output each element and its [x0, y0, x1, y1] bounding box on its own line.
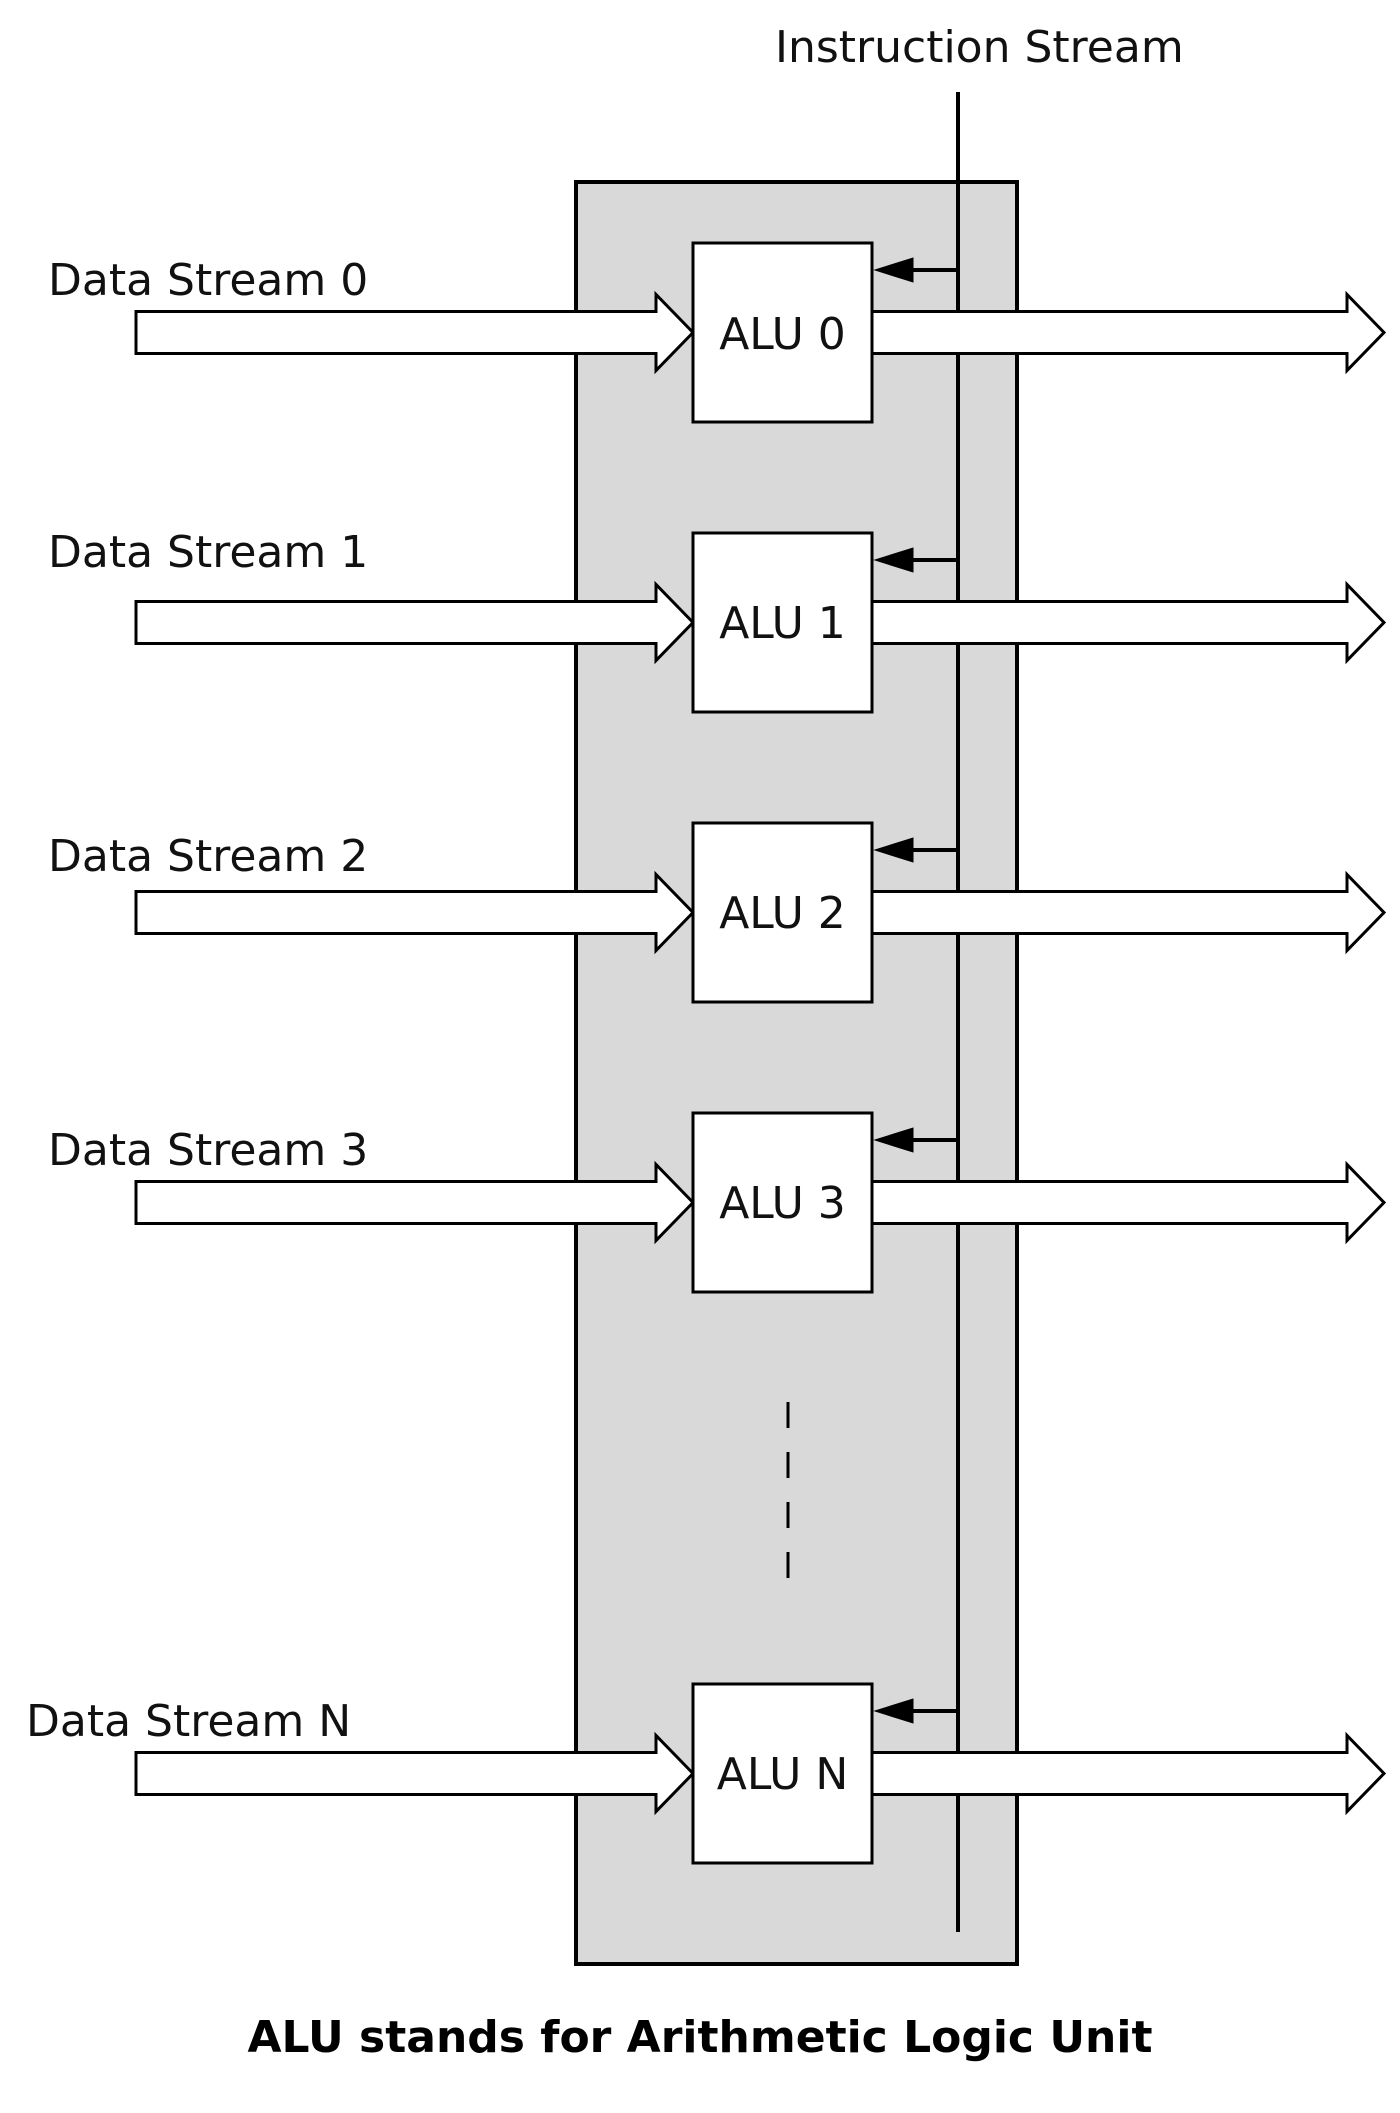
alu-box-0: [691, 241, 874, 424]
processor-array-box: [574, 180, 1019, 1966]
alu-label-2: ALU 2: [719, 888, 846, 939]
data-stream-in-arrow-1: [134, 580, 696, 665]
data-stream-label-2: Data Stream 2: [48, 831, 369, 882]
data-stream-label-3: Data Stream 3: [48, 1125, 369, 1176]
data-stream-in-arrow-2: [134, 870, 696, 955]
instruction-arrowhead-0: [873, 257, 914, 283]
data-stream-in-arrow-0: [134, 290, 696, 375]
instruction-stream-label: Instruction Stream: [775, 22, 1184, 73]
data-stream-out-arrow-1: [870, 580, 1387, 665]
data-stream-in-arrow-n: [134, 1731, 696, 1816]
data-stream-label-0: Data Stream 0: [48, 255, 369, 306]
data-stream-label-1: Data Stream 1: [48, 527, 369, 578]
alu-box-3: [691, 1111, 874, 1294]
alu-box-n: [691, 1682, 874, 1865]
instruction-arrowhead-n: [873, 1698, 914, 1724]
alu-label-3: ALU 3: [719, 1178, 846, 1229]
alu-label-1: ALU 1: [719, 598, 846, 649]
alu-box-2: [691, 821, 874, 1004]
alu-box-1: [691, 531, 874, 714]
alu-label-n: ALU N: [716, 1749, 849, 1800]
diagram-caption: ALU stands for Arithmetic Logic Unit: [247, 2012, 1153, 2063]
data-stream-out-arrow-2: [870, 870, 1387, 955]
data-stream-label-n: Data Stream N: [26, 1696, 352, 1747]
instruction-arrowhead-1: [873, 547, 914, 573]
data-stream-out-arrow-3: [870, 1160, 1387, 1245]
instruction-arrowhead-3: [873, 1127, 914, 1153]
data-stream-in-arrow-3: [134, 1160, 696, 1245]
alu-label-0: ALU 0: [719, 309, 846, 360]
data-stream-out-arrow-n: [870, 1731, 1387, 1816]
data-stream-out-arrow-0: [870, 290, 1387, 375]
instruction-arrowhead-2: [873, 837, 914, 863]
